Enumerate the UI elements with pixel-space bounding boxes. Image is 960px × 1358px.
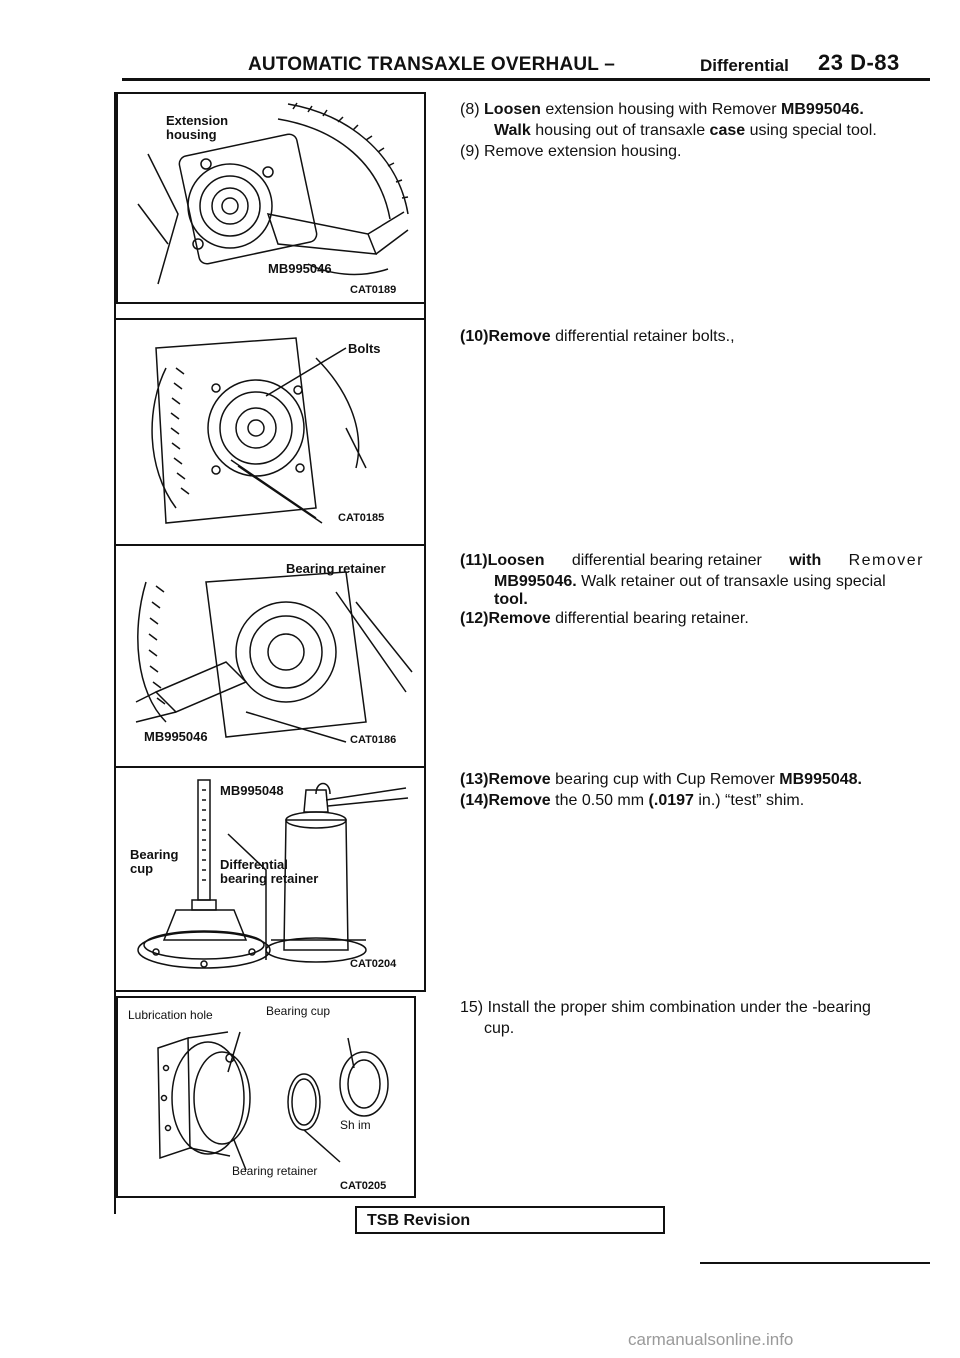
part-number: MB995046. [781, 101, 864, 118]
watermark: carmanualsonline.info [628, 1330, 794, 1349]
figure-code: CAT0204 [350, 958, 397, 970]
step-text: in.) “test” shim. [698, 792, 805, 809]
step-number: (10) [460, 328, 489, 345]
step-number: (11) [460, 552, 488, 569]
step-9: (9) Remove extension housing. [460, 143, 682, 160]
step-text: differential bearing retainer. [555, 610, 749, 627]
page-number: 23 D-83 [818, 50, 900, 75]
step-10: (10)Remove differential retainer bolts., [460, 327, 735, 347]
cup-remover-illustration [137, 779, 409, 969]
step-text: the 0.50 mm [555, 792, 645, 809]
figure-divider [114, 990, 426, 992]
step-12: (12)Remove differential bearing retainer… [460, 609, 749, 629]
figure-retainer-bolts: Bolts CAT0185 [116, 328, 422, 528]
action-word: Remove [488, 328, 551, 345]
extension-housing-illustration [137, 102, 409, 285]
figure-divider [114, 544, 426, 546]
bearing-retainer-illustration [135, 571, 413, 743]
label-bearing-retainer: Bearing retainer [232, 1164, 318, 1178]
page-title: AUTOMATIC TRANSAXLE OVERHAUL – [248, 54, 616, 75]
tsb-revision-label: TSB Revision [367, 1212, 471, 1229]
action-word: Remove [488, 610, 551, 627]
step-text: using special tool. [749, 122, 877, 139]
figure-code: CAT0205 [340, 1180, 387, 1192]
label-differential-bearing-retainer: Differential bearing retainer [220, 857, 319, 886]
step-number: (8) [460, 101, 480, 118]
step-11-line-2: MB995046. Walk retainer out of transaxle… [494, 572, 886, 592]
step-11-line-1: (11)Loosen differential bearing retainer… [460, 551, 924, 571]
step-14: (14)Remove the 0.50 mm (.0197 in.) “test… [460, 791, 804, 811]
step-number: (12) [460, 610, 489, 627]
header-rule [122, 78, 930, 81]
figure-extension-housing: Extension housing MB995046 CAT0189 [116, 92, 426, 304]
step-text: differential retainer bolts., [555, 328, 735, 345]
step-text: differential bearing retainer [571, 552, 762, 569]
step-text: Remover [848, 552, 924, 569]
step-8-line-2: Walk housing out of transaxle case using… [494, 121, 877, 141]
figure-column-left-rule [114, 92, 116, 1214]
step-11-line-3: tool. [494, 590, 528, 610]
section-subtitle: Differential [700, 56, 789, 75]
figure-divider [114, 766, 426, 768]
label-mb995048: MB995048 [220, 783, 284, 798]
figure-shim-layout: Lubrication hole Bearing cup Sh im Beari… [116, 996, 416, 1198]
step-text: bearing cup with Cup Remover [555, 771, 775, 788]
emphasis-word: case [709, 122, 746, 139]
label-bolts: Bolts [348, 341, 381, 356]
figure-divider [114, 318, 426, 320]
label-mb995046: MB995046 [268, 261, 332, 276]
action-word: Loosen [484, 101, 541, 118]
figure-code: CAT0186 [350, 734, 397, 746]
step-text: Walk retainer out of transaxle using spe… [581, 573, 886, 590]
label-bearing-retainer: Bearing retainer [286, 561, 386, 576]
step-8-line-1: (8) Loosen extension housing with Remove… [460, 100, 864, 120]
action-word: Remove [488, 792, 551, 809]
figure-code: CAT0189 [350, 284, 397, 296]
action-word: Loosen [487, 552, 545, 569]
label-lubrication-hole: Lubrication hole [128, 1008, 213, 1022]
figure-code: CAT0185 [338, 512, 385, 524]
step-15-line-1: 15) Install the proper shim combination … [460, 999, 871, 1016]
part-number: MB995046. [494, 573, 577, 590]
shim-value: (.0197 [648, 792, 694, 809]
tsb-revision-box: TSB Revision [355, 1206, 665, 1234]
action-word: Walk [494, 122, 531, 139]
label-bearing-cup: Bearing cup [266, 1004, 331, 1018]
step-number: (13) [460, 771, 489, 788]
part-number: MB995048. [779, 771, 862, 788]
action-word: Remove [488, 771, 551, 788]
label-mb995046: MB995046 [144, 729, 208, 744]
figure-bearing-retainer: Bearing retainer MB995046 CAT0186 [116, 552, 422, 752]
emphasis-word: tool. [494, 591, 528, 608]
footer-rule [700, 1262, 930, 1264]
step-number: (14) [460, 792, 489, 809]
step-13: (13)Remove bearing cup with Cup Remover … [460, 770, 862, 790]
shim-layout-illustration [157, 1031, 389, 1171]
figure-cup-remover: MB995048 Bearing cup Differential bearin… [116, 770, 422, 976]
label-bearing-cup: Bearing cup [130, 847, 179, 876]
label-extension: Extension housing [166, 113, 229, 142]
label-shim: Sh im [340, 1118, 371, 1132]
retainer-bolts-illustration [151, 337, 367, 524]
emphasis-word: with [789, 552, 822, 569]
step-text: extension housing with Remover [545, 101, 777, 118]
step-text: housing out of transaxle [535, 122, 706, 139]
figure-column-right-rule [424, 92, 426, 992]
step-15-line-2: cup. [484, 1020, 515, 1037]
